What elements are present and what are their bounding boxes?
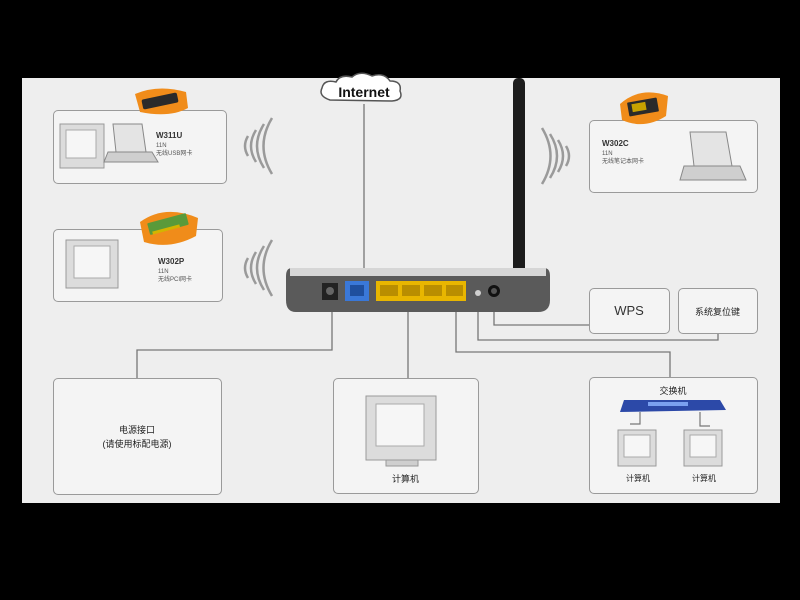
- switch-pc2-line: [699, 412, 710, 427]
- adapter-line1-laptop: 11N: [602, 151, 613, 157]
- computer-label: 计算机: [391, 474, 419, 484]
- wps-link-line: [493, 312, 589, 326]
- switch-icon: [620, 400, 726, 412]
- power-link-line: [136, 312, 333, 378]
- internet-cloud-icon: [320, 72, 402, 102]
- adapter-model-laptop: W302C: [602, 139, 629, 148]
- wps-label: WPS: [614, 303, 644, 318]
- switch-pc1-label: 计算机: [626, 474, 650, 483]
- switch-pc2-label: 计算机: [692, 474, 716, 483]
- switch-pc1-line: [630, 412, 641, 425]
- adapter-line2-laptop: 无线笔记本网卡: [602, 159, 645, 165]
- router-icon: [286, 268, 550, 312]
- power-port-box: [53, 378, 222, 495]
- adapter-line1-pci: 11N: [158, 269, 169, 275]
- adapter-line2-pci: 无线PCI网卡: [158, 277, 193, 283]
- laptop-icon: [103, 123, 159, 163]
- reset-label: 系统复位键: [694, 307, 740, 317]
- desktop-pc-icon: [59, 123, 105, 169]
- wps-button-box: [589, 288, 670, 334]
- adapter-line2-usb: 无线USB网卡: [156, 151, 193, 157]
- reset-link-line: [477, 312, 719, 341]
- desktop-pc-icon: [617, 429, 657, 467]
- desktop-pc-icon: [65, 239, 119, 289]
- adapter-line1-usb: 11N: [156, 143, 167, 149]
- wifi-waves-icon: [243, 239, 274, 297]
- adapter-model-pci: W302P: [158, 257, 185, 266]
- desktop-pc-icon: [365, 395, 437, 467]
- desktop-pc-icon: [683, 429, 723, 467]
- switch-link-line: [455, 312, 671, 377]
- adapter-model-usb: W311U: [156, 131, 183, 140]
- reset-button-box: [678, 288, 758, 334]
- wifi-waves-icon: [243, 117, 274, 175]
- wifi-waves-icon: [540, 127, 571, 185]
- switch-title: 交换机: [659, 386, 687, 396]
- internet-label: Internet: [338, 84, 390, 100]
- usb-adapter-icon: [135, 88, 188, 115]
- power-note: (请使用标配电源): [102, 439, 172, 449]
- laptop-icon: [679, 131, 747, 181]
- power-label: 电源接口: [118, 425, 155, 435]
- switch-box: [589, 377, 758, 494]
- pci-card-icon: [140, 211, 198, 245]
- pcmcia-card-icon: [620, 92, 668, 125]
